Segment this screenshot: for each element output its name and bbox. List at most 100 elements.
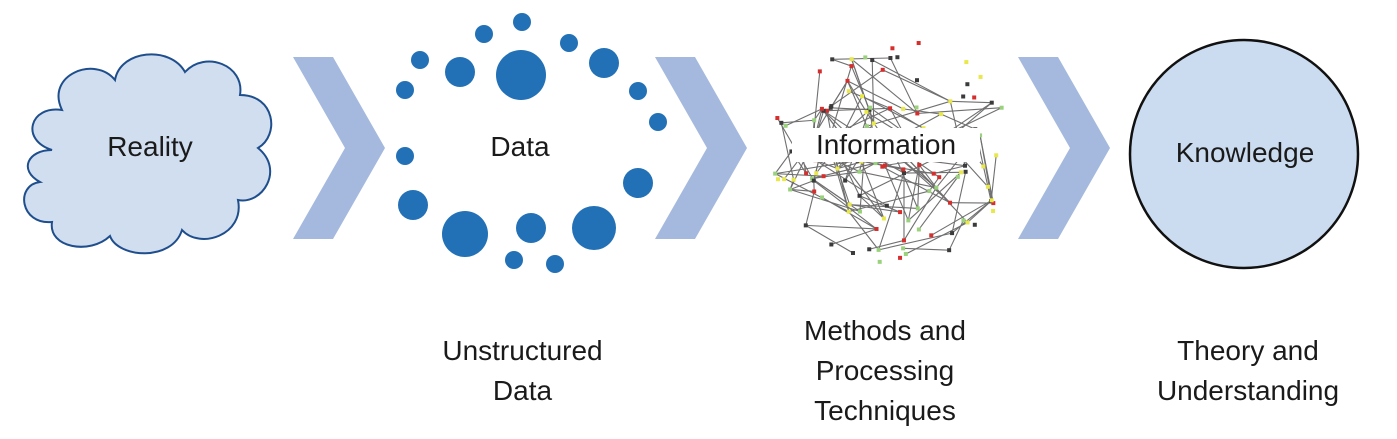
network-edge	[847, 80, 904, 110]
network-node	[895, 55, 900, 60]
network-edge	[906, 157, 968, 223]
network-edge	[878, 232, 953, 251]
network-node	[929, 233, 934, 238]
network-node	[789, 149, 794, 154]
network-node	[846, 209, 851, 214]
network-node	[857, 209, 862, 214]
network-node	[849, 57, 854, 62]
data-dot	[589, 48, 619, 78]
network-node	[884, 203, 889, 208]
network-node	[775, 116, 780, 121]
arrow-chevron-1	[293, 57, 385, 239]
network-node	[803, 223, 808, 228]
network-edge	[831, 228, 877, 245]
network-node	[999, 105, 1004, 110]
network-edge	[882, 69, 951, 102]
network-edge	[829, 65, 852, 137]
network-edge	[851, 58, 875, 124]
network-edge	[805, 224, 854, 254]
network-node	[812, 118, 817, 123]
network-node	[950, 231, 955, 236]
network-edge	[859, 195, 901, 213]
network-edge	[918, 164, 937, 189]
network-node	[867, 107, 872, 112]
data-dots	[396, 13, 667, 273]
data-dot	[411, 51, 429, 69]
network-node	[868, 105, 873, 110]
network-edge	[869, 239, 905, 250]
network-edge	[859, 195, 885, 219]
network-node	[791, 177, 796, 182]
network-edge	[834, 159, 860, 173]
network-edge	[832, 58, 852, 67]
network-node	[814, 171, 819, 176]
network-edge	[917, 164, 920, 209]
network-node	[782, 177, 787, 182]
network-edge	[859, 156, 939, 197]
network-node	[948, 99, 953, 104]
network-edge	[893, 152, 919, 209]
network-edge	[866, 100, 951, 127]
network-node	[824, 108, 829, 113]
network-node	[874, 226, 879, 231]
network-node	[981, 164, 986, 169]
network-node	[978, 74, 983, 79]
network-edge	[903, 108, 942, 115]
network-node	[819, 106, 824, 111]
knowledge-circle	[1128, 38, 1360, 270]
network-node	[965, 82, 970, 87]
network-edge	[830, 80, 848, 109]
network-edge	[774, 151, 792, 174]
network-node	[934, 185, 939, 190]
network-edge	[859, 171, 937, 189]
network-node	[916, 41, 921, 46]
data-dot	[396, 81, 414, 99]
network-node	[820, 195, 825, 200]
network-edge	[831, 155, 850, 212]
network-edge	[860, 161, 885, 219]
data-dot	[516, 213, 546, 243]
network-edge	[871, 60, 875, 124]
information-label: Information	[792, 128, 980, 162]
network-node	[871, 121, 876, 126]
network-node	[961, 218, 966, 223]
data-label: Data	[490, 131, 550, 162]
network-node	[901, 246, 906, 251]
network-node	[915, 206, 920, 211]
arrow-chevron-3	[1018, 57, 1110, 239]
network-node	[898, 210, 903, 215]
network-edge	[832, 57, 891, 60]
network-node	[978, 133, 983, 138]
network-node	[959, 170, 964, 175]
network-node	[857, 193, 862, 198]
network-edge	[903, 187, 937, 241]
network-node	[835, 166, 840, 171]
network-node	[843, 178, 848, 183]
network-node	[811, 178, 816, 183]
network-node	[906, 218, 911, 223]
network-edge	[957, 102, 993, 133]
network-node	[864, 124, 869, 129]
data-dot	[572, 206, 616, 250]
network-node	[903, 251, 908, 256]
network-node	[991, 208, 996, 213]
network-node	[863, 55, 868, 60]
network-node	[915, 111, 920, 116]
network-node	[901, 167, 906, 172]
network-node	[821, 174, 826, 179]
network-node	[883, 163, 888, 168]
data-dot	[629, 82, 647, 100]
network-node	[914, 105, 919, 110]
network-node	[972, 222, 977, 227]
network-node	[864, 110, 869, 115]
network-edge	[805, 191, 815, 226]
network-node	[817, 69, 822, 74]
network-edge	[848, 211, 880, 251]
network-edge	[811, 178, 850, 206]
data-dot	[398, 190, 428, 220]
data-dot	[442, 211, 488, 257]
network-node	[994, 153, 999, 158]
network-node	[857, 169, 862, 174]
reality-label: Reality	[107, 131, 193, 162]
